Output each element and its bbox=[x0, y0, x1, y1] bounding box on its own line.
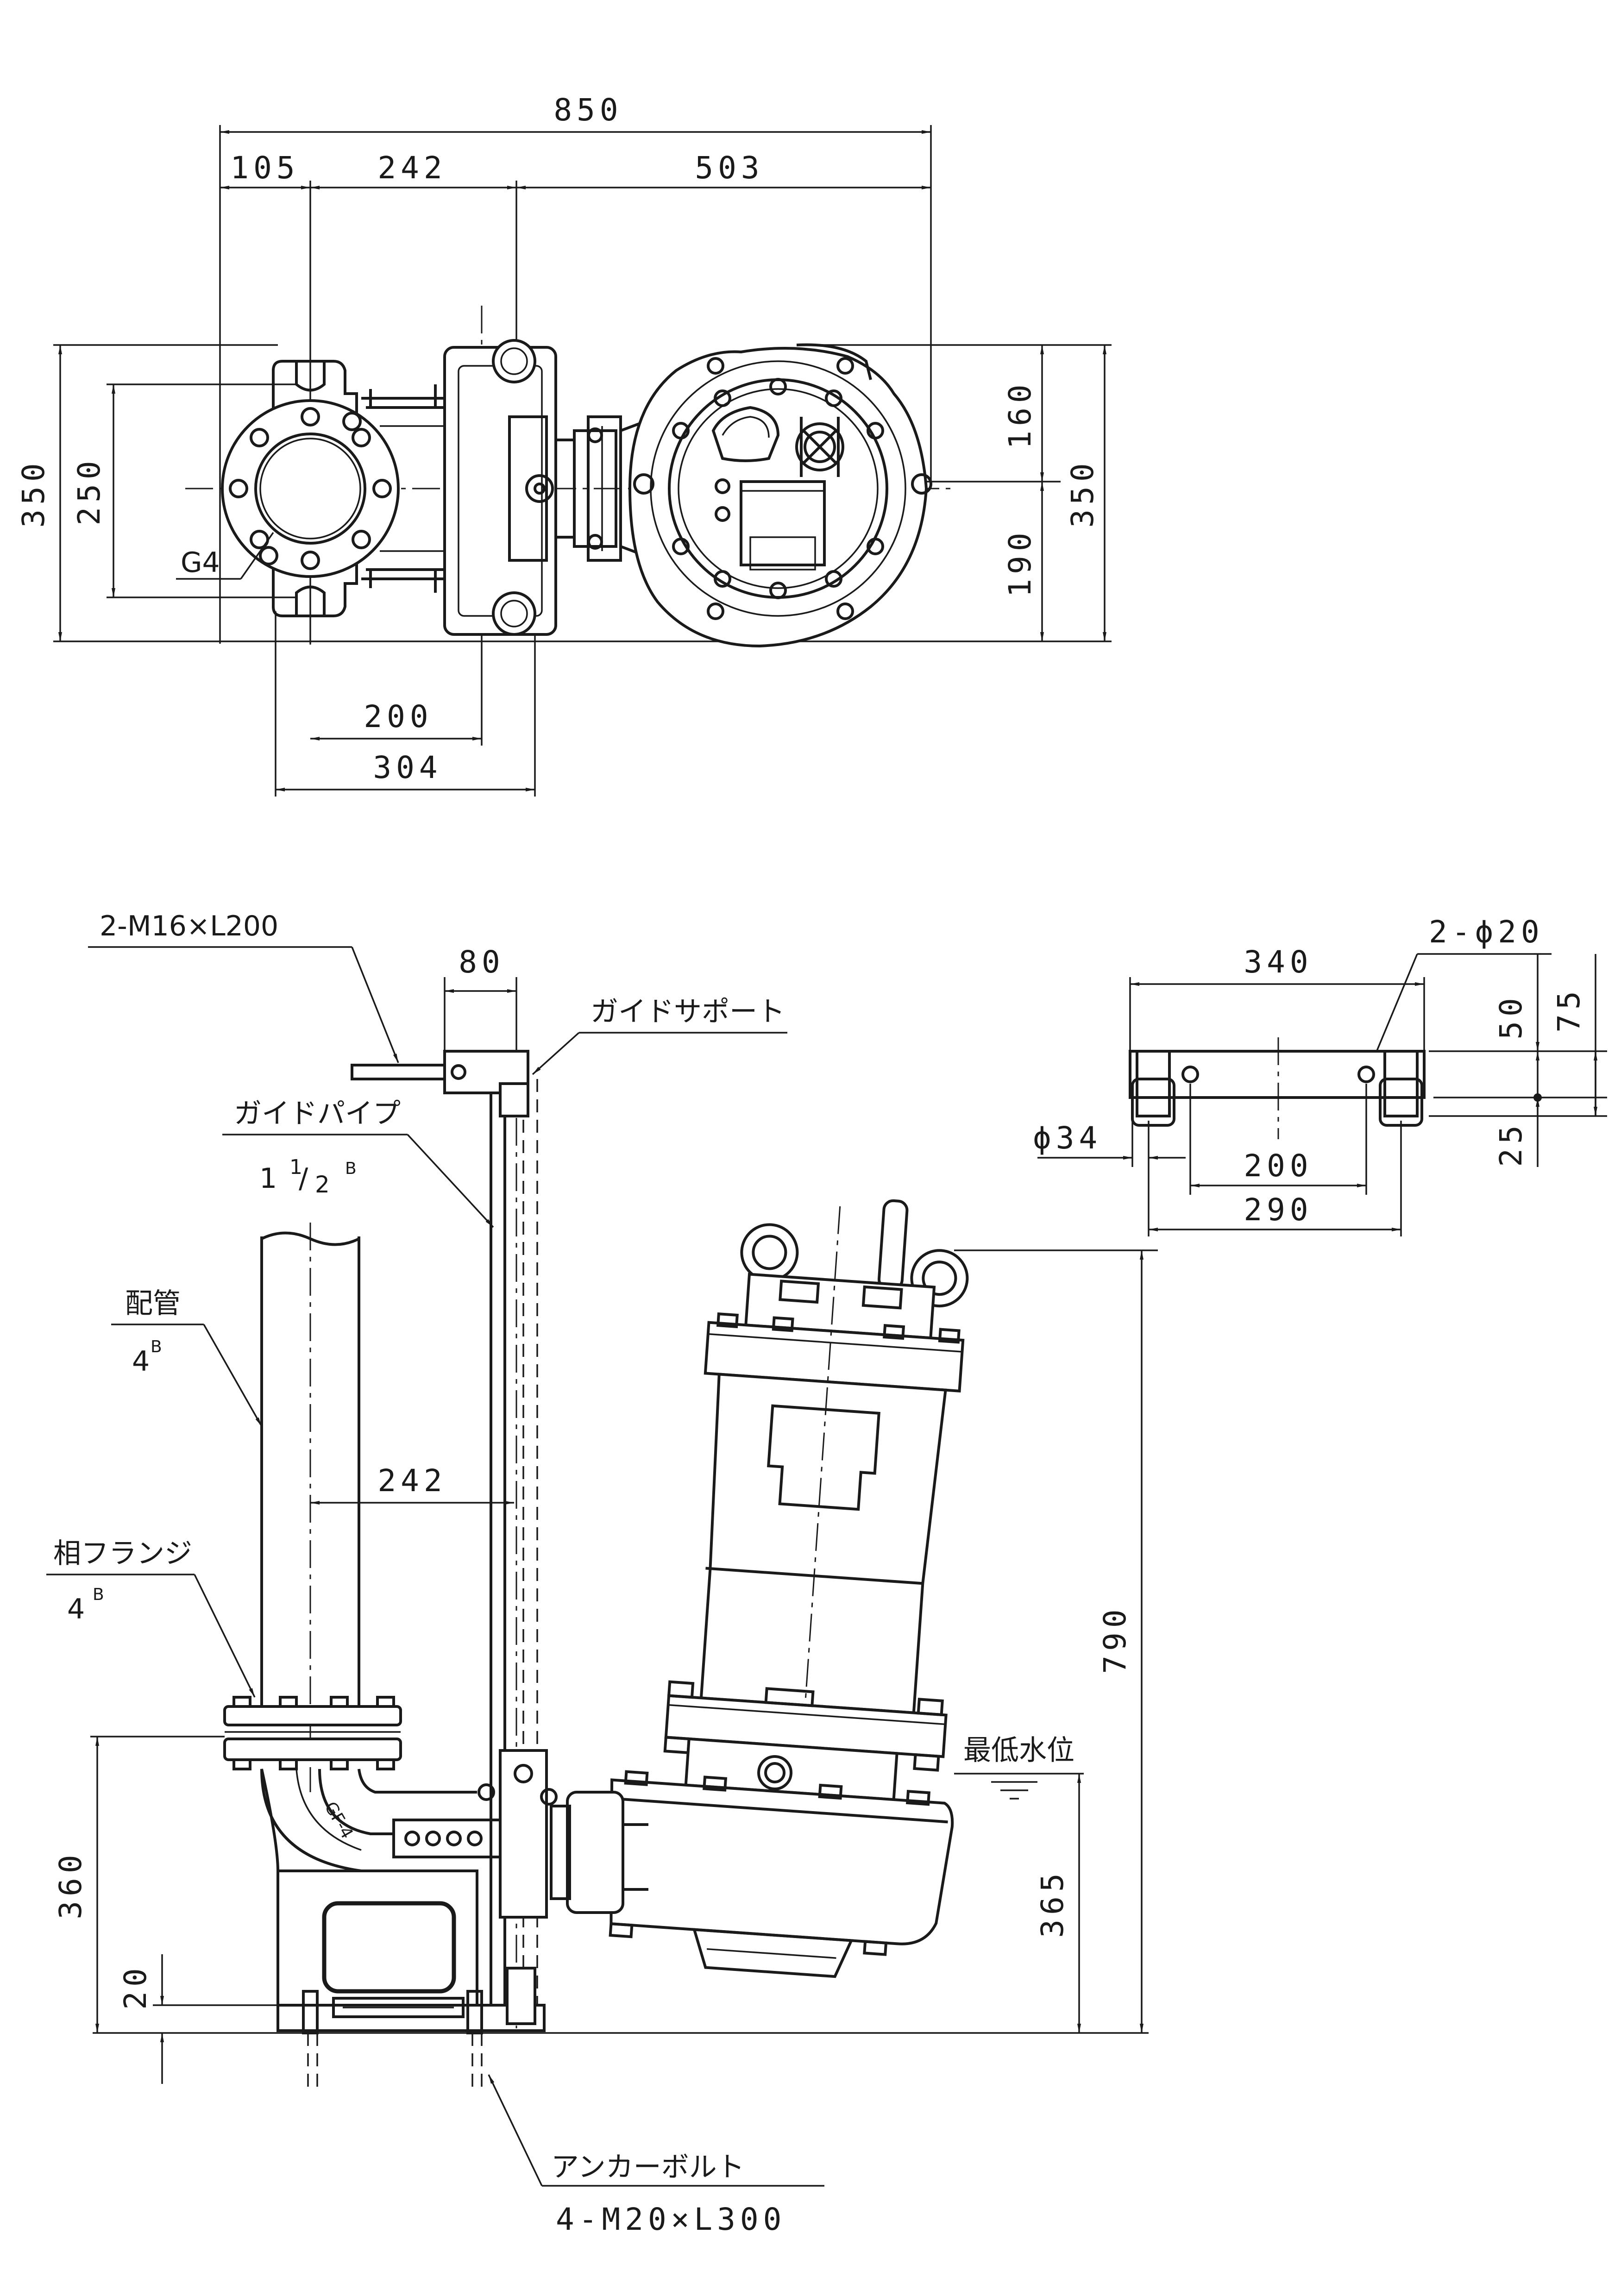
guide-pipe-bottom bbox=[492, 591, 536, 636]
dim-lower-depth: 190 bbox=[1002, 528, 1038, 597]
anchor-spec-label: 4-M20×L300 bbox=[556, 2202, 786, 2237]
dim-water-level-height: 365 bbox=[1035, 1869, 1070, 1938]
base-window bbox=[322, 1901, 456, 1994]
cable-inlet bbox=[711, 406, 780, 462]
dim-overall-height: 790 bbox=[1097, 1605, 1133, 1674]
dim-flange-span: 250 bbox=[71, 456, 107, 525]
dim-upper-depth: 160 bbox=[1002, 380, 1038, 449]
discharge-pipe bbox=[260, 1236, 360, 1706]
mating-flange bbox=[223, 1696, 402, 1770]
base-frame-outline bbox=[272, 360, 358, 617]
guide-pipe-top bbox=[492, 339, 536, 383]
dim-base-plate: 20 bbox=[118, 1964, 153, 2009]
dim-base-height: 360 bbox=[53, 1850, 88, 1919]
dim-support-offset: 80 bbox=[459, 944, 504, 980]
guide-clamp-block bbox=[443, 346, 557, 636]
nameplate bbox=[767, 1404, 880, 1511]
flange-bolts bbox=[229, 407, 392, 570]
dim-top-offset: 50 bbox=[1493, 993, 1529, 1039]
lifting-eye-top bbox=[795, 422, 844, 471]
guide-pipe-label: ガイドパイプ bbox=[234, 1098, 401, 1130]
motor-body bbox=[699, 1373, 947, 1714]
support-hole-left bbox=[1181, 1066, 1199, 1083]
bolt-spec-label: 2-M16×L200 bbox=[100, 910, 278, 942]
dim-overall-depth-left: 350 bbox=[16, 458, 51, 527]
motor-terminal-box bbox=[740, 480, 826, 566]
guide-pipe-size-unit: B bbox=[345, 1159, 357, 1178]
side-view: 2-M16×L200 80 ガイドサポート ガイドパイプ 1 1 / 2 B 配… bbox=[46, 910, 1158, 2237]
dim-base-width: 304 bbox=[373, 750, 442, 785]
dim-base-bolt-span: 200 bbox=[364, 699, 433, 734]
dim-overall-depth-right: 350 bbox=[1065, 458, 1100, 527]
dim-bottom-offset: 25 bbox=[1493, 1121, 1529, 1167]
hole-spec-label: 2-ϕ20 bbox=[1429, 914, 1544, 950]
dim-pipe-dia: ϕ34 bbox=[1033, 1120, 1102, 1156]
pump-neck bbox=[573, 429, 617, 548]
dim-total-offset: 75 bbox=[1551, 986, 1587, 1032]
dim-overall-length: 340 bbox=[1244, 944, 1313, 980]
dim-pipe-offset: 105 bbox=[230, 150, 299, 186]
dim-pipe-spacing: 242 bbox=[377, 1463, 446, 1499]
pump-cover-bolts bbox=[672, 378, 884, 599]
support-plate bbox=[1129, 1050, 1426, 1099]
guide-pipe-size-whole: 1 bbox=[259, 1162, 277, 1195]
detail-view: 340 2-ϕ20 50 75 25 ϕ34 200 bbox=[1033, 914, 1607, 1236]
volute-casing bbox=[609, 1778, 954, 1945]
dim-guide-to-pump: 503 bbox=[695, 150, 764, 186]
anchor-bolt-label: アンカーボルト bbox=[551, 2151, 745, 2183]
submersible-pump bbox=[609, 1199, 969, 1978]
piping-label: 配管 bbox=[125, 1287, 181, 1320]
flange-size-unit: B bbox=[93, 1585, 104, 1604]
guide-pipe-size-num: 1 bbox=[289, 1155, 302, 1179]
pump-discharge-flange bbox=[566, 1791, 624, 1914]
flange-size: 4 bbox=[67, 1593, 85, 1625]
maker-logo bbox=[332, 1997, 465, 2018]
flange-label: G4 bbox=[181, 546, 220, 579]
discharge-bore bbox=[254, 433, 366, 545]
dim-hole-pitch: 200 bbox=[1244, 1148, 1313, 1184]
dim-overall-width: 850 bbox=[553, 92, 622, 128]
dim-pipe-to-guide: 242 bbox=[377, 150, 446, 186]
piping-size-unit: B bbox=[151, 1337, 162, 1356]
elbow-mark: GF-4 bbox=[320, 1799, 357, 1842]
mating-flange-label: 相フランジ bbox=[53, 1537, 192, 1570]
guide-pipe-size-slash: / bbox=[299, 1162, 308, 1195]
min-water-level-label: 最低水位 bbox=[963, 1734, 1074, 1767]
dim-pipe-span: 290 bbox=[1244, 1192, 1313, 1228]
guide-bracket bbox=[499, 1749, 548, 1919]
guide-support-label: ガイドサポート bbox=[591, 996, 785, 1028]
piping-size: 4 bbox=[132, 1345, 150, 1378]
pump-handle bbox=[877, 1199, 909, 1291]
top-view: 850 105 242 503 350 250 160 190 350 bbox=[16, 92, 1112, 797]
guide-pipe-size-den: 2 bbox=[315, 1171, 330, 1198]
guide-support bbox=[351, 1050, 529, 1117]
discharge-flange bbox=[221, 399, 400, 578]
support-hole-right bbox=[1357, 1066, 1375, 1083]
